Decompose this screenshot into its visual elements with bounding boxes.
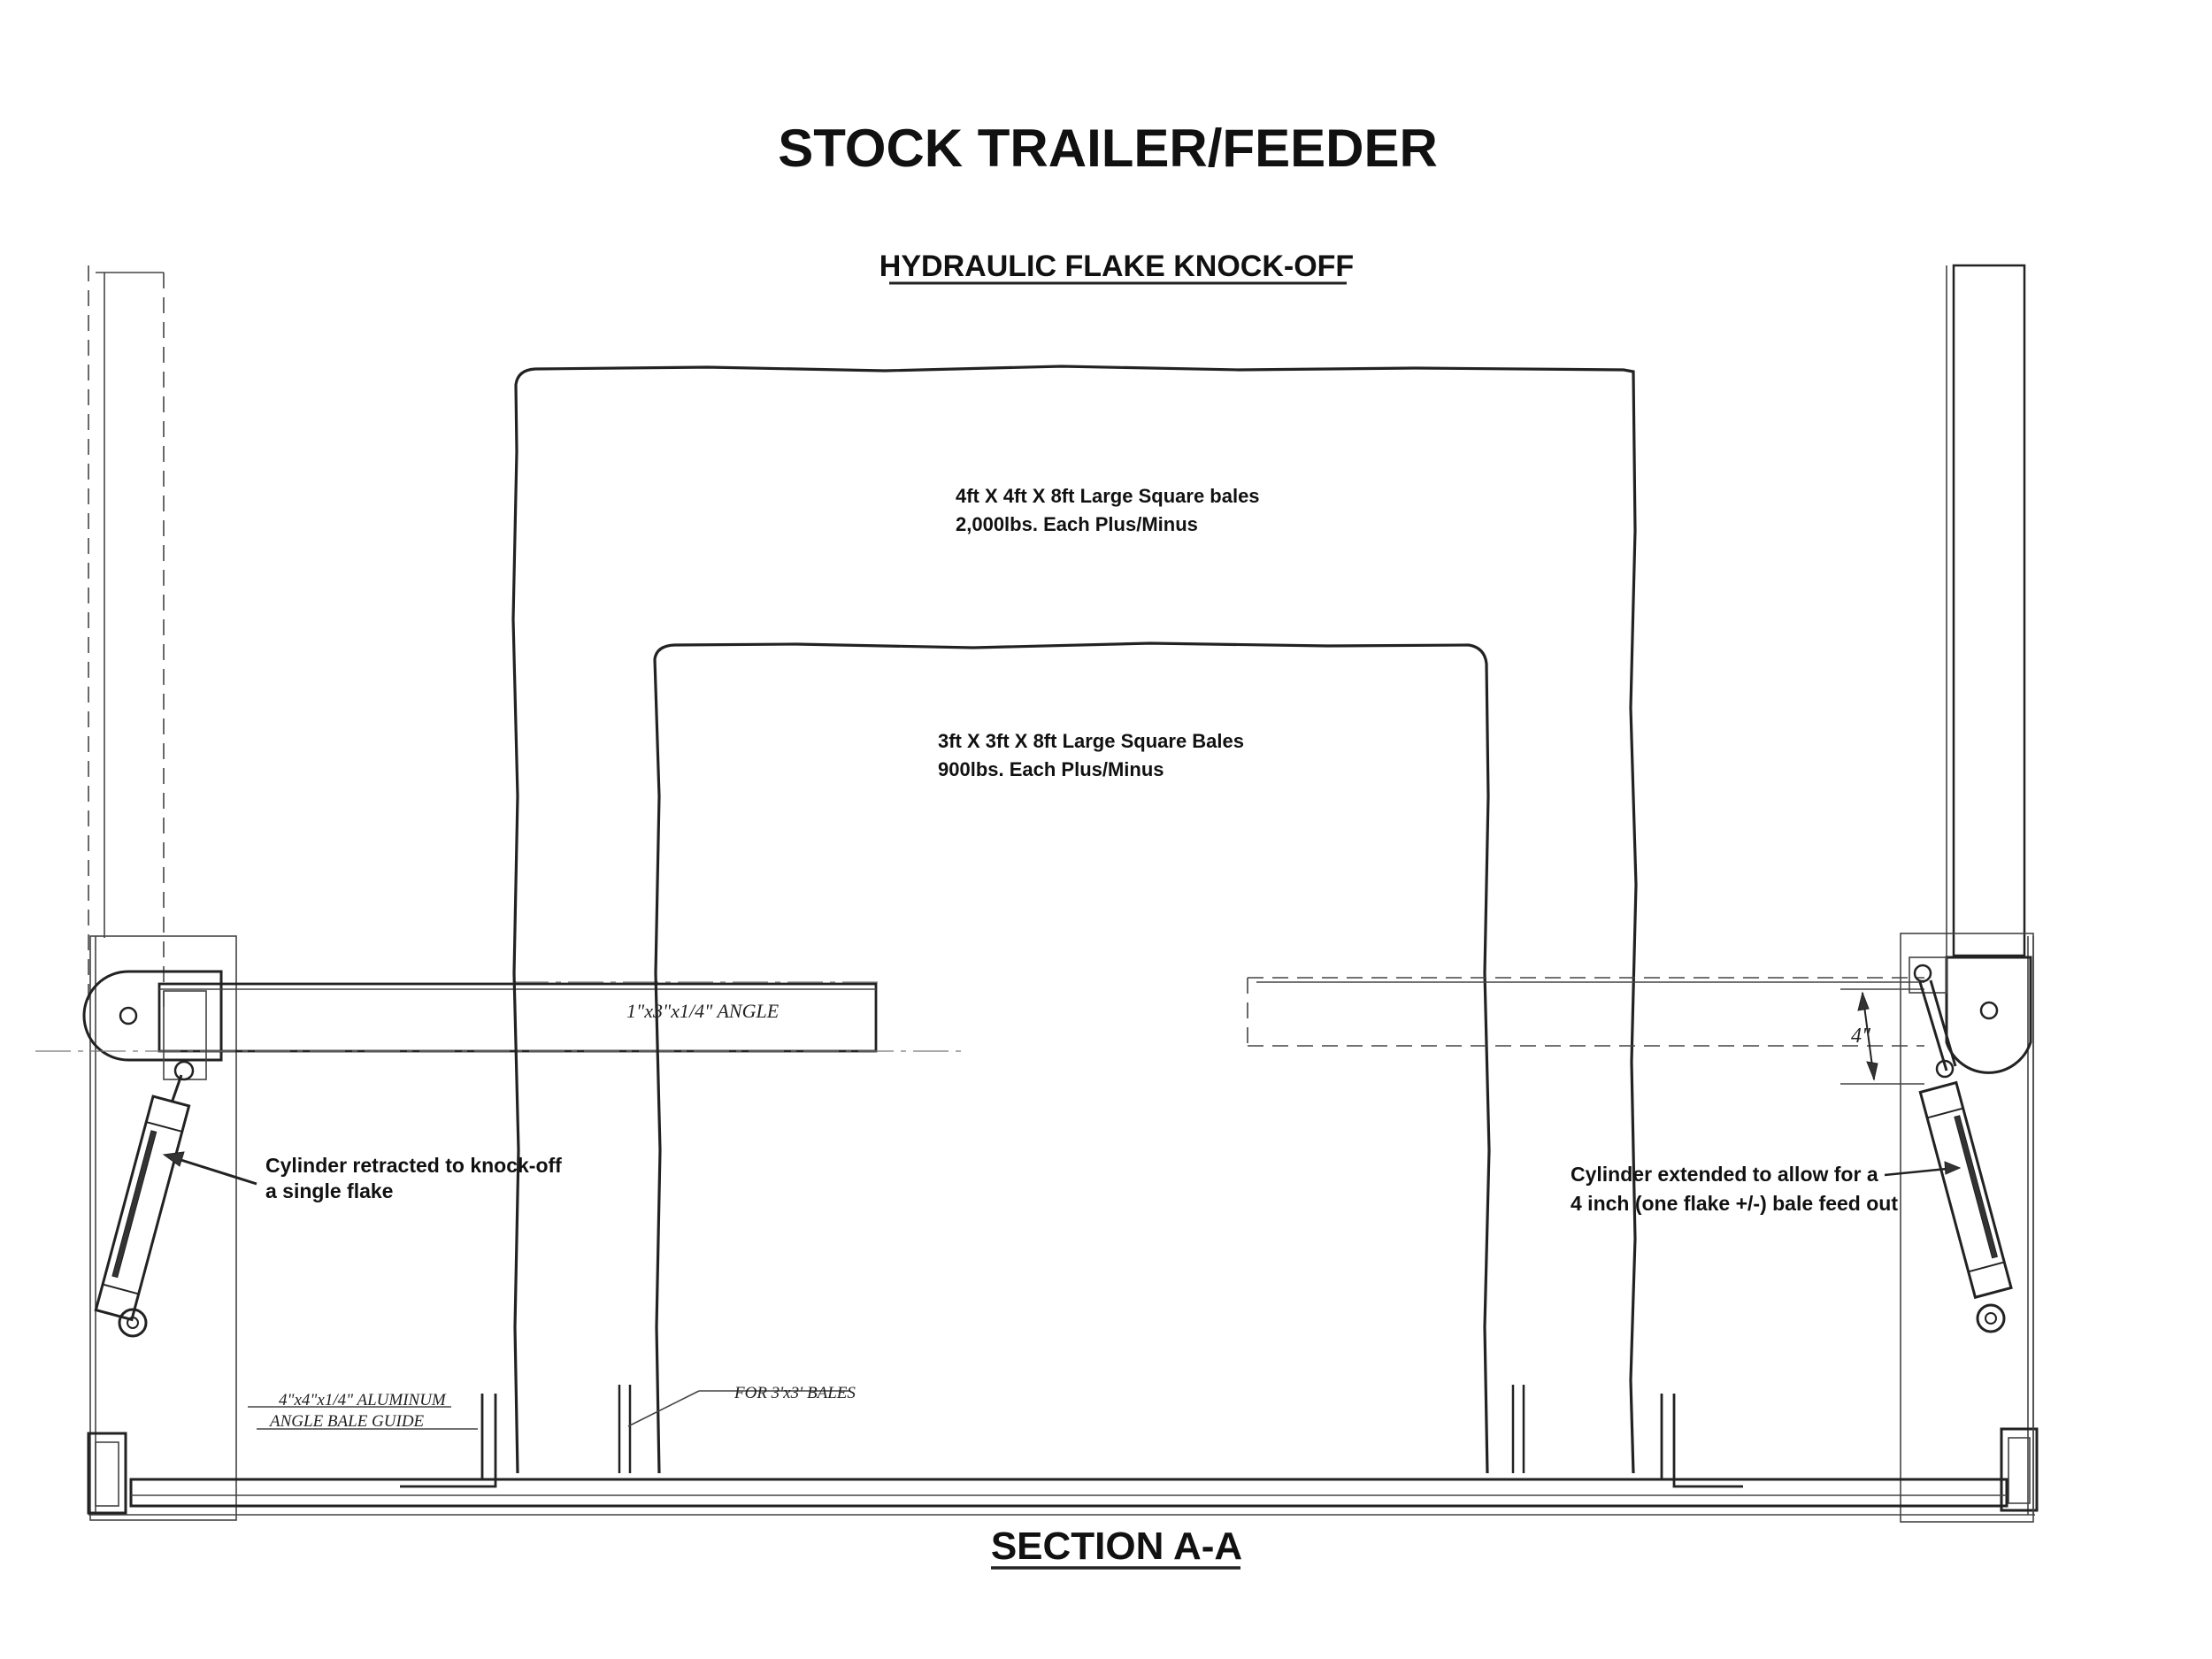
small-bale-guide-left bbox=[618, 1385, 849, 1473]
right-angle-bar bbox=[1247, 977, 1924, 1047]
left-frame-bracket bbox=[89, 935, 237, 1521]
right-hydraulic-cylinder bbox=[1909, 956, 2013, 1333]
right-cylinder-note-line2: 4 inch (one flake +/-) bale feed out bbox=[1571, 1192, 1898, 1215]
drawing-title: STOCK TRAILER/FEEDER bbox=[778, 119, 1438, 178]
left-corner-tube bbox=[87, 1432, 127, 1515]
right-upright-post bbox=[1946, 264, 2026, 964]
large-bale-label-line2: 2,000lbs. Each Plus/Minus bbox=[956, 513, 1198, 535]
large-bale-outline bbox=[511, 365, 1638, 1474]
bale-guide-label-line2: ANGLE BALE GUIDE bbox=[268, 1412, 425, 1431]
small-bale-label-line1: 3ft X 3ft X 8ft Large Square Bales bbox=[938, 730, 1244, 752]
drawing-subtitle: HYDRAULIC FLAKE KNOCK-OFF bbox=[879, 250, 1354, 283]
large-bale-label-line1: 4ft X 4ft X 8ft Large Square bales bbox=[956, 485, 1260, 507]
right-bale-guides bbox=[1511, 1385, 1743, 1488]
left-pivot bbox=[82, 970, 223, 1062]
right-corner-tube bbox=[2000, 1427, 2039, 1512]
left-cylinder-note-line1: Cylinder retracted to knock-off bbox=[265, 1154, 562, 1177]
small-bale-guide-label: FOR 3'x3' BALES bbox=[733, 1384, 856, 1402]
trailer-floor-frame bbox=[88, 936, 2035, 1516]
small-bale-outline bbox=[653, 641, 1491, 1474]
angle-bar-label: 1"x3"x1/4" ANGLE bbox=[626, 1000, 780, 1022]
section-label: SECTION A-A bbox=[991, 1525, 1242, 1568]
small-bale-label-line2: 900lbs. Each Plus/Minus bbox=[938, 758, 1164, 780]
dimension-label: 4" bbox=[1851, 1025, 1871, 1048]
right-cylinder-arrow bbox=[1884, 1161, 1962, 1177]
right-pivot bbox=[1945, 956, 2032, 1074]
left-cylinder-note-line2: a single flake bbox=[265, 1179, 393, 1202]
left-hydraulic-cylinder bbox=[94, 990, 207, 1338]
left-angle-bar bbox=[35, 981, 964, 1053]
right-cylinder-note-line1: Cylinder extended to allow for a bbox=[1571, 1163, 1878, 1186]
left-cylinder-arrow bbox=[162, 1151, 257, 1186]
dimension-indicator bbox=[1840, 988, 1924, 1085]
bale-guide-label-line1: 4"x4"x1/4" ALUMINUM bbox=[279, 1391, 447, 1409]
left-upright-post bbox=[88, 265, 165, 1009]
